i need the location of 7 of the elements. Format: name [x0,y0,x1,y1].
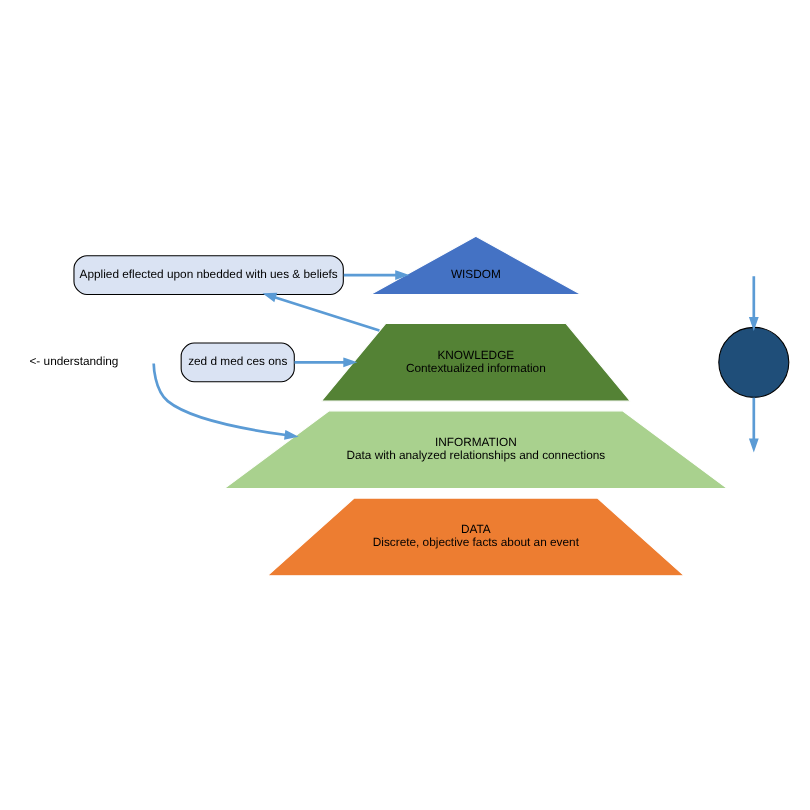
arrow [343,269,410,279]
arrow [152,362,299,439]
arrow [748,396,759,452]
arrow [262,291,380,331]
arrow [294,356,358,367]
node-circle [718,325,790,397]
arrow [748,275,759,331]
